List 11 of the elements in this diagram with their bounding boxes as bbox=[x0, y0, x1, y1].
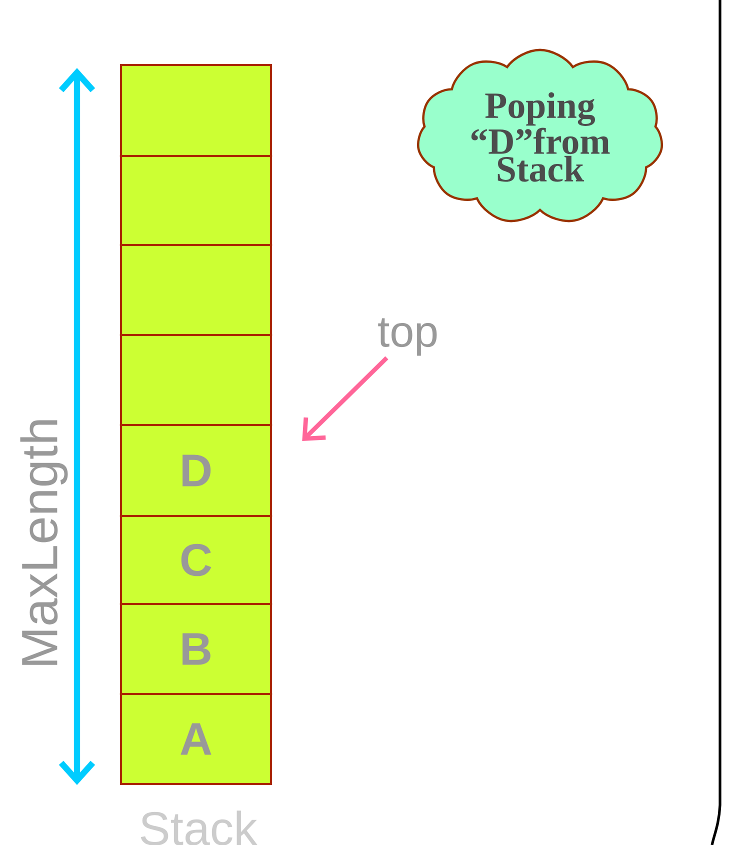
empty-stack-cell bbox=[120, 64, 272, 158]
stack-cell: D bbox=[120, 424, 272, 518]
empty-stack-cell bbox=[120, 244, 272, 336]
stack-cell: B bbox=[120, 602, 272, 696]
stack-cell: C bbox=[120, 514, 272, 606]
arrow bbox=[302, 356, 388, 441]
pointer-label: top bbox=[378, 318, 437, 356]
stack-cell: A bbox=[120, 692, 272, 786]
empty-stack-cell bbox=[120, 154, 272, 246]
dimension-label: MaxLength bbox=[20, 420, 68, 665]
empty-stack-cell bbox=[120, 334, 272, 426]
